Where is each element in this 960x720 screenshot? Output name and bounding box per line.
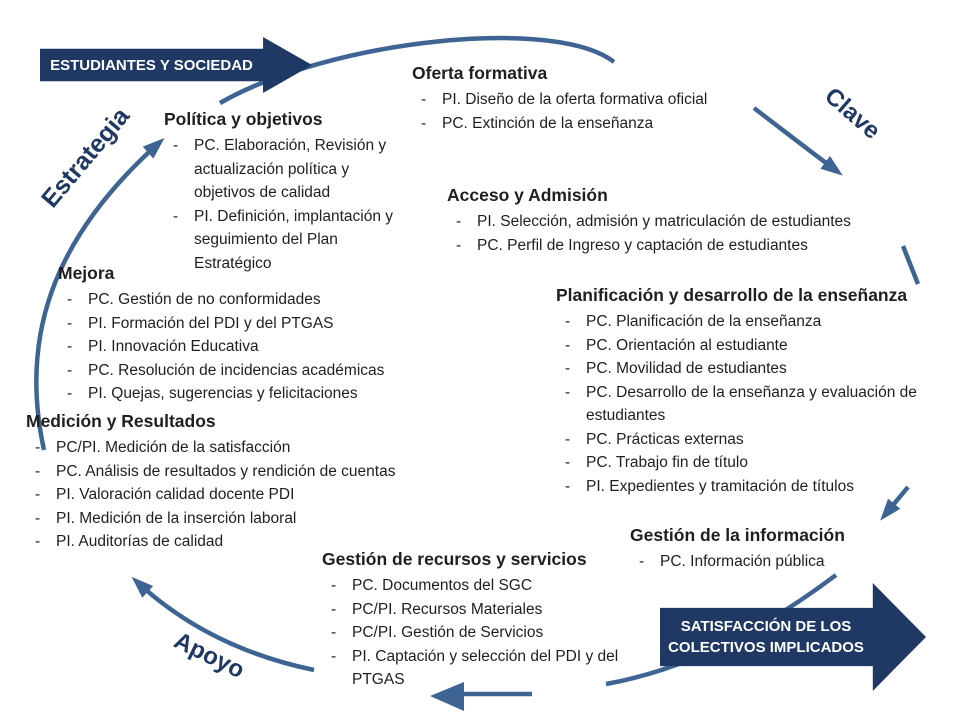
process-item: PC. Desarrollo de la enseñanza y evaluac… [556, 381, 958, 428]
group-acceso-admision: Acceso y Admisión PI. Selección, admisió… [447, 184, 902, 257]
group-title: Política y objetivos [164, 109, 323, 129]
group-title: Gestión de la información [630, 525, 845, 545]
banner-satisfaccion-line2: COLECTIVOS IMPLICADOS [668, 639, 864, 656]
process-item: PI. Formación del PDI y del PTGAS [58, 312, 403, 336]
process-item: PC. Extinción de la enseñanza [412, 112, 757, 136]
group-item-list: PC. Elaboración, Revisión y actualizació… [164, 134, 399, 275]
arrow-clave [752, 106, 843, 176]
group-gestion-recursos-servicios: Gestión de recursos y servicios PC. Docu… [322, 548, 634, 692]
group-gestion-informacion: Gestión de la información PC. Informació… [630, 524, 945, 574]
group-oferta-formativa: Oferta formativa PI. Diseño de la oferta… [412, 62, 757, 135]
process-item: PC. Prácticas externas [556, 428, 958, 452]
banner-estudiantes-label: ESTUDIANTES Y SOCIEDAD [50, 56, 253, 74]
group-item-list: PI. Selección, admisión y matriculación … [447, 210, 902, 257]
process-item: PC. Movilidad de estudiantes [556, 357, 958, 381]
group-item-list: PC/PI. Medición de la satisfacciónPC. An… [26, 436, 476, 554]
process-item: PC. Información pública [630, 550, 945, 574]
process-item: PC. Perfil de Ingreso y captación de est… [447, 234, 902, 258]
process-item: PI. Medición de la inserción laboral [26, 507, 476, 531]
process-item: PC. Elaboración, Revisión y actualizació… [164, 134, 399, 205]
process-item: PI. Selección, admisión y matriculación … [447, 210, 902, 234]
group-item-list: PC. Gestión de no conformidadesPI. Forma… [58, 288, 403, 406]
process-item: PI. Auditorías de calidad [26, 530, 476, 554]
process-item: PC/PI. Medición de la satisfacción [26, 436, 476, 460]
process-item: PC/PI. Gestión de Servicios [322, 621, 634, 645]
group-title: Oferta formativa [412, 63, 548, 83]
process-item: PC. Trabajo fin de título [556, 451, 958, 475]
group-title: Planificación y desarrollo de la enseñan… [556, 285, 908, 305]
process-item: PI. Definición, implantación y seguimien… [164, 205, 399, 276]
group-item-list: PI. Diseño de la oferta formativa oficia… [412, 88, 757, 135]
group-title: Mejora [58, 263, 115, 283]
process-item: PI. Expedientes y tramitación de títulos [556, 475, 958, 499]
group-title: Acceso y Admisión [447, 185, 608, 205]
process-item: PC. Análisis de resultados y rendición d… [26, 460, 476, 484]
group-politica-objetivos: Política y objetivos PC. Elaboración, Re… [164, 108, 399, 275]
group-item-list: PC. Documentos del SGCPC/PI. Recursos Ma… [322, 574, 634, 692]
process-item: PC. Resolución de incidencias académicas [58, 359, 403, 383]
group-item-list: PC. Planificación de la enseñanzaPC. Ori… [556, 310, 958, 498]
arc-right [900, 245, 921, 285]
arrow-estrategia [34, 138, 165, 451]
group-item-list: PC. Información pública [630, 550, 945, 574]
process-item: PC. Planificación de la enseñanza [556, 310, 958, 334]
banner-satisfaccion-line1: SATISFACCIÓN DE LOS [680, 618, 852, 635]
arrow-apoyo [131, 576, 315, 673]
group-title: Medición y Resultados [26, 411, 216, 431]
process-item: PC. Documentos del SGC [322, 574, 634, 598]
process-item: PC/PI. Recursos Materiales [322, 598, 634, 622]
process-item: PI. Diseño de la oferta formativa oficia… [412, 88, 757, 112]
process-item: PC. Orientación al estudiante [556, 334, 958, 358]
process-item: PI. Quejas, sugerencias y felicitaciones [58, 382, 403, 406]
group-medicion-resultados: Medición y Resultados PC/PI. Medición de… [26, 410, 476, 554]
group-title: Gestión de recursos y servicios [322, 549, 587, 569]
process-item: PC. Gestión de no conformidades [58, 288, 403, 312]
group-planificacion-desarrollo: Planificación y desarrollo de la enseñan… [556, 284, 958, 498]
process-item: PI. Innovación Educativa [58, 335, 403, 359]
process-item: PI. Valoración calidad docente PDI [26, 483, 476, 507]
group-mejora: Mejora PC. Gestión de no conformidadesPI… [58, 262, 403, 406]
process-item: PI. Captación y selección del PDI y del … [322, 645, 634, 692]
